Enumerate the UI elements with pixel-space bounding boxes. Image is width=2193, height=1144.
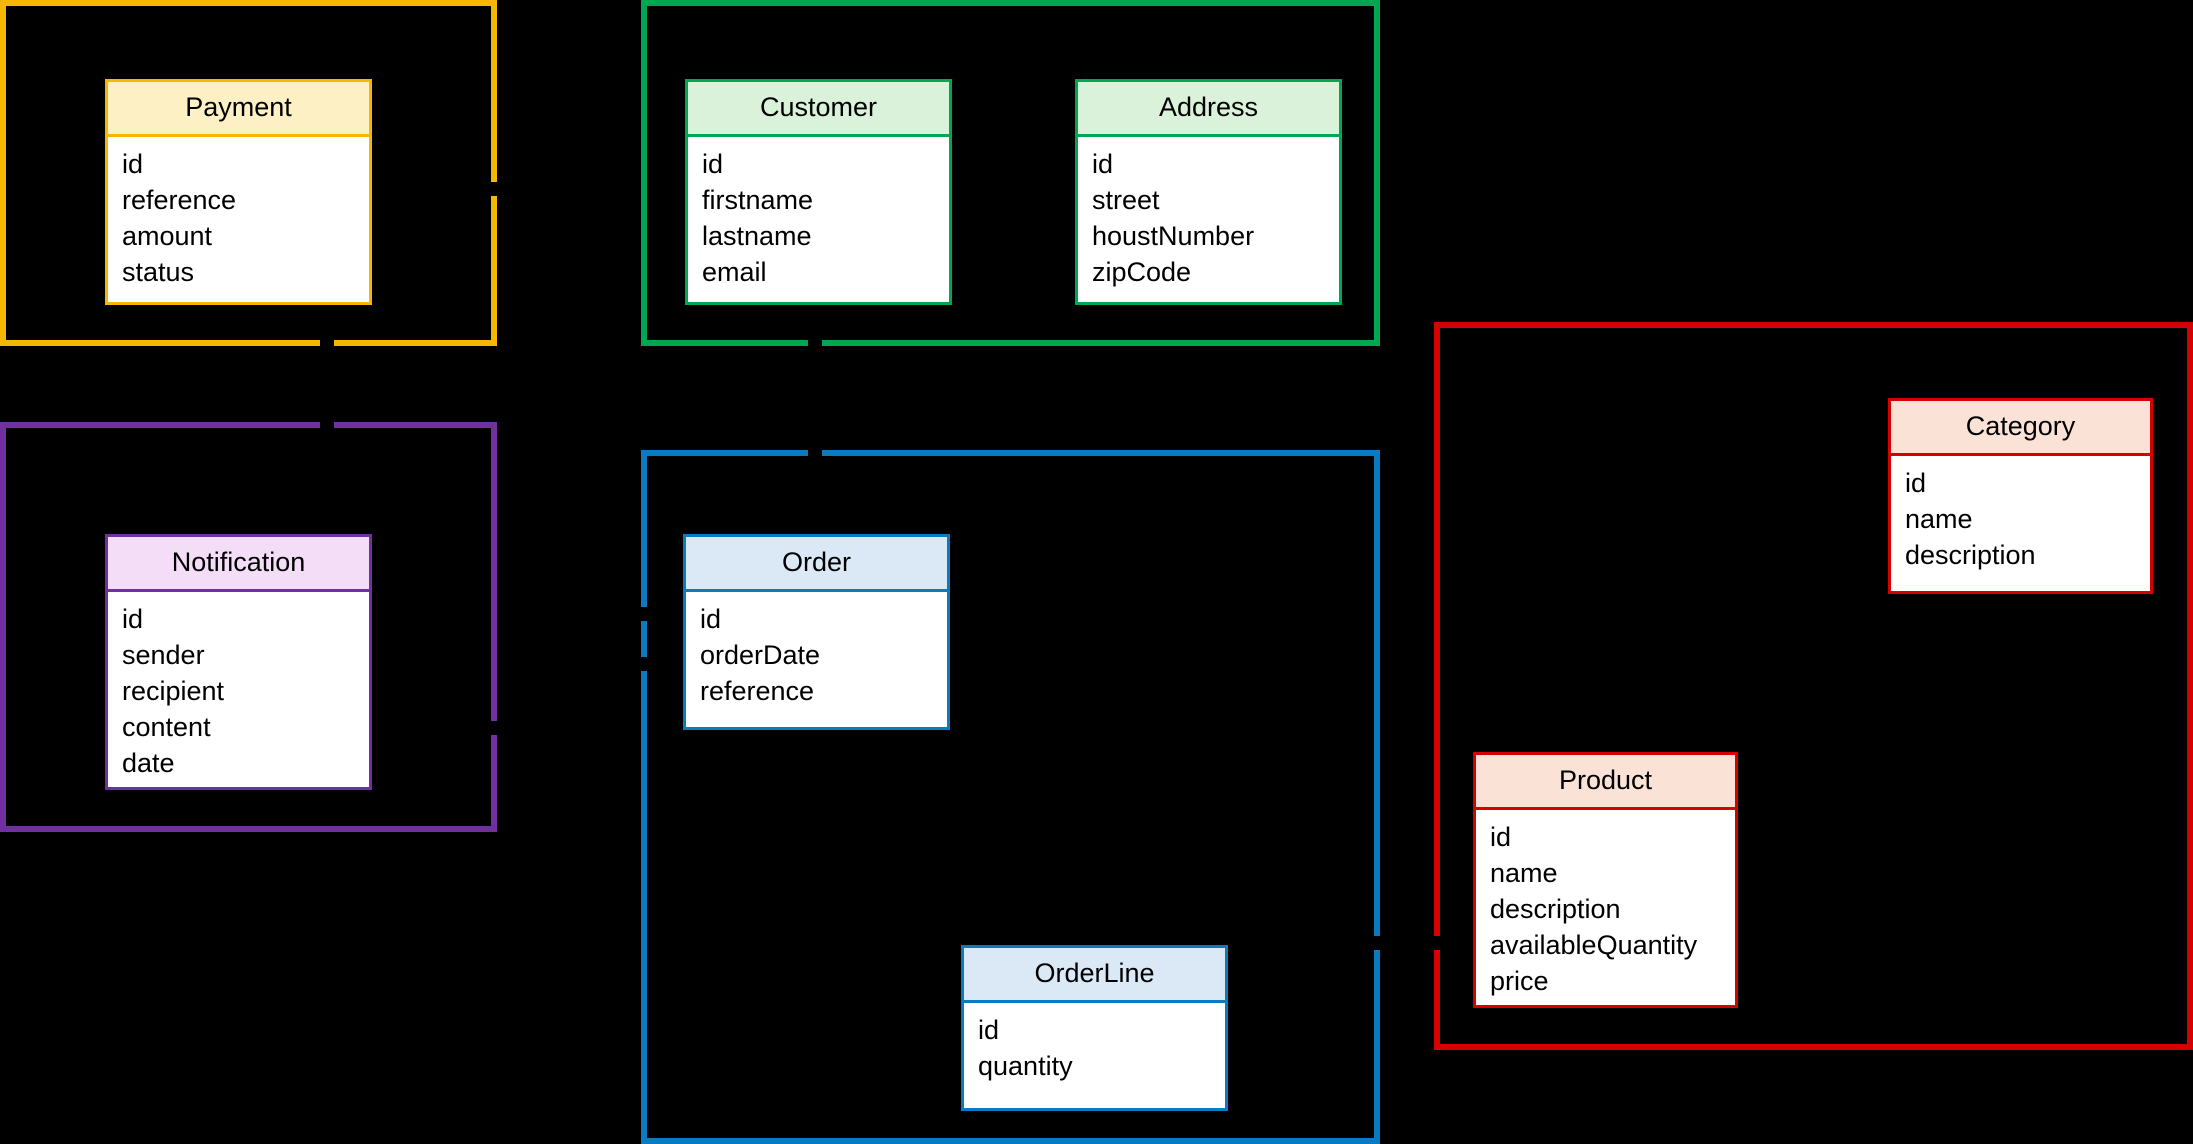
- connector-notch-payment-0: [488, 182, 500, 196]
- connector-notch-payment-1: [320, 334, 334, 346]
- entity-field: id: [1092, 149, 1114, 179]
- entity-fields-order: id orderDate reference: [686, 592, 947, 720]
- connector-notch-order-3: [1368, 936, 1380, 950]
- entity-fields-payment: id reference amount status: [108, 137, 369, 301]
- entity-field: description: [1490, 894, 1621, 924]
- entity-field: availableQuantity: [1490, 930, 1698, 960]
- entity-field: street: [1092, 185, 1160, 215]
- entity-customer[interactable]: Customer id firstname lastname email: [685, 79, 952, 305]
- entity-fields-customer: id firstname lastname email: [688, 137, 949, 301]
- entity-title-address: Address: [1078, 82, 1339, 137]
- entity-field: zipCode: [1092, 257, 1192, 287]
- entity-field: id: [700, 604, 722, 634]
- entity-fields-address: id street houstNumber zipCode: [1078, 137, 1339, 301]
- context-frame-payment[interactable]: [0, 0, 497, 346]
- connector-notch-order-2: [808, 450, 822, 462]
- entity-field: recipient: [122, 676, 225, 706]
- entity-field: content: [122, 712, 211, 742]
- entity-field: price: [1490, 966, 1549, 996]
- context-frame-order[interactable]: [641, 450, 1380, 1144]
- entity-fields-product: id name description availableQuantity price: [1476, 810, 1735, 1010]
- entity-field: sender: [122, 640, 205, 670]
- entity-field: id: [122, 604, 144, 634]
- context-frame-product[interactable]: [1434, 322, 2193, 1050]
- entity-fields-notification: id sender recipient content date: [108, 592, 369, 792]
- entity-field: amount: [122, 221, 213, 251]
- context-frame-notification[interactable]: [0, 422, 497, 832]
- connector-notch-customer-0: [808, 334, 822, 346]
- entity-field: reference: [700, 676, 815, 706]
- entity-title-customer: Customer: [688, 82, 949, 137]
- entity-notification[interactable]: Notification id sender recipient content date: [105, 534, 372, 790]
- entity-field: reference: [122, 185, 237, 215]
- entity-title-order: Order: [686, 537, 947, 592]
- entity-order[interactable]: Order id orderDate reference: [683, 534, 950, 730]
- entity-title-category: Category: [1891, 401, 2150, 456]
- connector-notch-product-0: [1434, 936, 1446, 950]
- entity-orderline[interactable]: OrderLine id quantity: [961, 945, 1228, 1111]
- entity-field: quantity: [978, 1051, 1073, 1081]
- entity-field: id: [702, 149, 724, 179]
- connector-notch-notification-0: [320, 422, 334, 434]
- entity-field: date: [122, 748, 175, 778]
- entity-title-notification: Notification: [108, 537, 369, 592]
- entity-product[interactable]: Product id name description availableQuantit…: [1473, 752, 1738, 1008]
- entity-category[interactable]: Category id name description: [1888, 398, 2153, 594]
- connector-notch-notification-1: [488, 721, 500, 735]
- entity-field: lastname: [702, 221, 812, 251]
- entity-field: name: [1905, 504, 1973, 534]
- entity-title-orderline: OrderLine: [964, 948, 1225, 1003]
- entity-fields-orderline: id quantity: [964, 1003, 1225, 1095]
- entity-field: id: [1490, 822, 1512, 852]
- entity-field: orderDate: [700, 640, 821, 670]
- entity-title-payment: Payment: [108, 82, 369, 137]
- entity-field: name: [1490, 858, 1558, 888]
- context-frame-customer[interactable]: [641, 0, 1380, 346]
- entity-address[interactable]: Address id street houstNumber zipCode: [1075, 79, 1342, 305]
- entity-field: id: [122, 149, 144, 179]
- connector-notch-order-1: [641, 657, 653, 671]
- entity-field: id: [978, 1015, 1000, 1045]
- entity-field: status: [122, 257, 195, 287]
- entity-payment[interactable]: Payment id reference amount status: [105, 79, 372, 305]
- entity-title-product: Product: [1476, 755, 1735, 810]
- entity-field: firstname: [702, 185, 814, 215]
- connector-notch-order-0: [641, 607, 653, 621]
- entity-fields-category: id name description: [1891, 456, 2150, 584]
- entity-field: description: [1905, 540, 2036, 570]
- entity-field: id: [1905, 468, 1927, 498]
- entity-field: email: [702, 257, 767, 287]
- entity-field: houstNumber: [1092, 221, 1255, 251]
